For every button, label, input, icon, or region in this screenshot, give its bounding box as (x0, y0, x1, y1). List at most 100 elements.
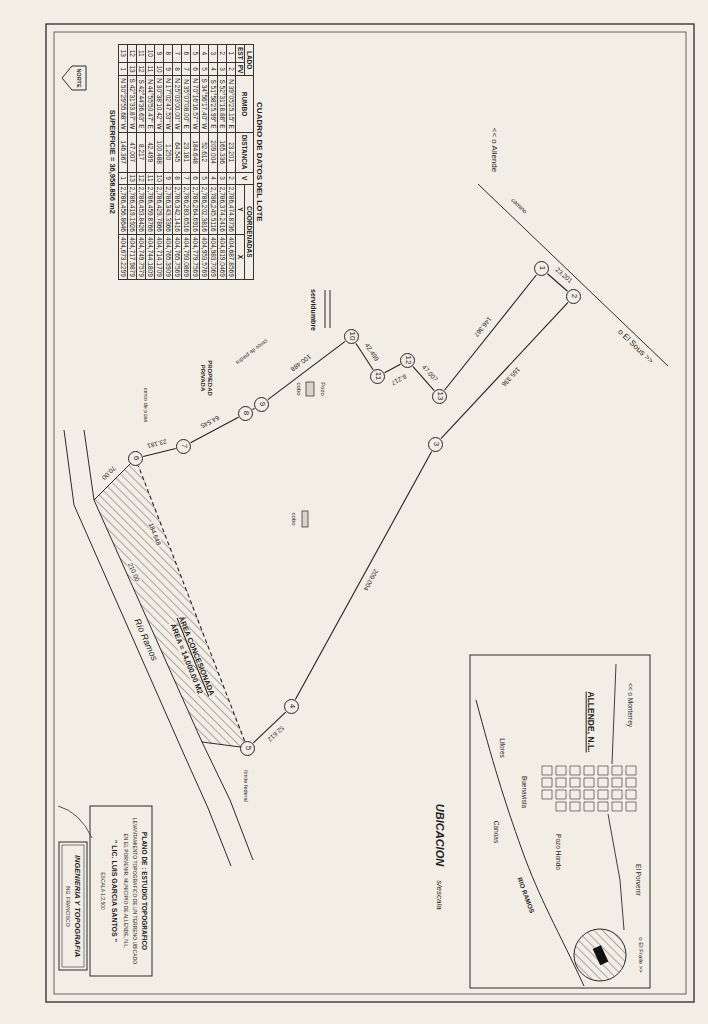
table-row: 910N 30°38'10.42" W100.488102,786,429.78… (155, 45, 164, 280)
vertex-circle: 4 (285, 699, 300, 714)
inset-title: UBICACION (434, 803, 446, 867)
fence-label: cerco de piedra (234, 338, 270, 367)
title-line: PLANO DE : ESTUDIO TOPOGRAFICO (140, 831, 147, 951)
vertex-circle: 13 (433, 389, 448, 404)
table-row: 131N 50°29'55.68" W146.36712,786,456.864… (119, 45, 128, 280)
vertex-circle: 12 (401, 353, 416, 368)
vertex-circle: 8 (239, 406, 254, 421)
distance-label: 64.545 (199, 414, 222, 431)
well-label: Pozo (320, 381, 327, 397)
place-label: Canoas (492, 820, 499, 844)
table-cell: 13 (119, 45, 128, 63)
signature-stroke (58, 806, 92, 838)
table-header: LADO (245, 45, 254, 76)
vertex-circle: 10 (345, 329, 360, 344)
location-inset (470, 655, 650, 988)
distance-label: 184.648 (147, 521, 163, 547)
table-cell: 9 (164, 172, 173, 184)
site-marker (574, 929, 626, 981)
table-cell: 2 (227, 62, 236, 76)
vertex-number: 2 (570, 294, 578, 298)
vertex-number: 10 (348, 332, 356, 341)
structure-label: cobo (296, 381, 303, 396)
table-cell: 2,786,342.1416 (173, 184, 182, 234)
table-cell: 11 (146, 172, 155, 184)
table-cell: N 39°05'25.15" E (227, 76, 236, 132)
table-cell: N 25°03'00.00" W (173, 76, 182, 132)
table-cell: 404,983.7069 (209, 234, 218, 279)
table-cell: 42.499 (146, 132, 155, 172)
vertex-number: 3 (432, 442, 440, 446)
place-label: Lifores (498, 737, 505, 759)
building-symbol (306, 382, 314, 396)
table-cell: 23.201 (227, 132, 236, 172)
easement-label: servidumbre (309, 288, 317, 332)
vertex-number: 6 (132, 456, 140, 460)
table-cell: 146.367 (119, 132, 128, 172)
scale-note: ESCALA 1:2,500 (99, 871, 105, 911)
table-cell: 2,786,474.8736 (227, 184, 236, 234)
north-arrow (62, 66, 86, 90)
table-header: EST (236, 45, 245, 63)
vertex-circle: 3 (429, 437, 444, 452)
area-total: SUPERFICIE = 36,958.856 m2 (107, 44, 118, 280)
table-cell: 8 (164, 45, 173, 63)
table-cell: 1 (119, 172, 128, 184)
table-cell: 1 (227, 45, 236, 63)
distance-label: 100.488 (289, 353, 314, 374)
distance-label: 146.367 (473, 315, 494, 339)
table-cell: S 51°58'25.99" E (209, 76, 218, 132)
inset-road (608, 814, 624, 930)
table-row: 78N 25°03'00.00" W64.54582,786,342.14164… (173, 45, 182, 280)
table-cell: 100.488 (155, 132, 164, 172)
table-header: RUMBO (236, 76, 254, 132)
distance-label: 209.004 (362, 567, 381, 593)
vertex-circle: 11 (371, 369, 386, 384)
structure-label: cobo (291, 511, 298, 526)
vertex-number: 9 (258, 402, 266, 406)
table-cell: N 50°29'55.68" W (119, 76, 128, 132)
table-cell: 2,786,343.3366 (164, 184, 173, 234)
distance-label: 23.201 (554, 265, 575, 285)
vertex-number: 13 (436, 392, 444, 401)
place-label: Pozo Hondo (554, 833, 561, 871)
road-line (478, 184, 668, 366)
firm-box (59, 842, 87, 970)
river-bank (84, 430, 253, 860)
table-cell: 8 (173, 172, 182, 184)
table-cell: 2,786,459.8766 (146, 184, 155, 234)
table-cell: 7 (182, 62, 191, 76)
table-header: DISTANCIA (236, 132, 254, 172)
town-blocks (542, 766, 636, 811)
owner-name: " LIC. LUIS GARCIA SANTOS " (110, 839, 118, 943)
table-cell: 404,765.7569 (173, 234, 182, 279)
sheet-frame (46, 24, 694, 1002)
table-cell: 8.217 (137, 132, 146, 172)
road-destination: o El Fraile >> (638, 936, 645, 974)
table-cell: 2 (227, 172, 236, 184)
table-cell: 404,744.1809 (146, 234, 155, 279)
table-row: 34S 51°58'25.99" E209.00442,786,245.5116… (209, 45, 218, 280)
building-symbol (302, 511, 308, 527)
table-title: CUADRO DE DATOS DEL LOTE (254, 44, 264, 280)
table-cell: 404,819.0469 (218, 234, 227, 279)
table-cell: 184.648 (191, 132, 200, 172)
table-row: 1213S 42°31'33.87" W47.007132,786,419.19… (128, 45, 137, 280)
table-cell: 6 (182, 45, 191, 63)
table-cell: 3 (209, 45, 218, 63)
table-row: LADORUMBODISTANCIAVCOORDENADAS (245, 45, 254, 280)
vertex-circle: 9 (255, 397, 270, 412)
firm-name: INGENIERIA Y TOPOGRAFIA (73, 854, 81, 958)
table-cell: S 42°31'33.87" W (128, 76, 137, 132)
table-cell: S 52°31'18.88" E (218, 76, 227, 132)
table-cell: 7 (173, 45, 182, 63)
road-label: camino (509, 196, 529, 216)
table-cell: 2,786,283.6516 (182, 184, 191, 234)
table-cell: 2,786,202.3816 (200, 184, 209, 234)
north-label: NORTE (76, 67, 82, 88)
fence-label: cerco de púas (143, 387, 149, 424)
table-cell: 10 (146, 45, 155, 63)
table-row: 1011N 44°55'50.47" E42.499112,786,459.87… (146, 45, 155, 280)
